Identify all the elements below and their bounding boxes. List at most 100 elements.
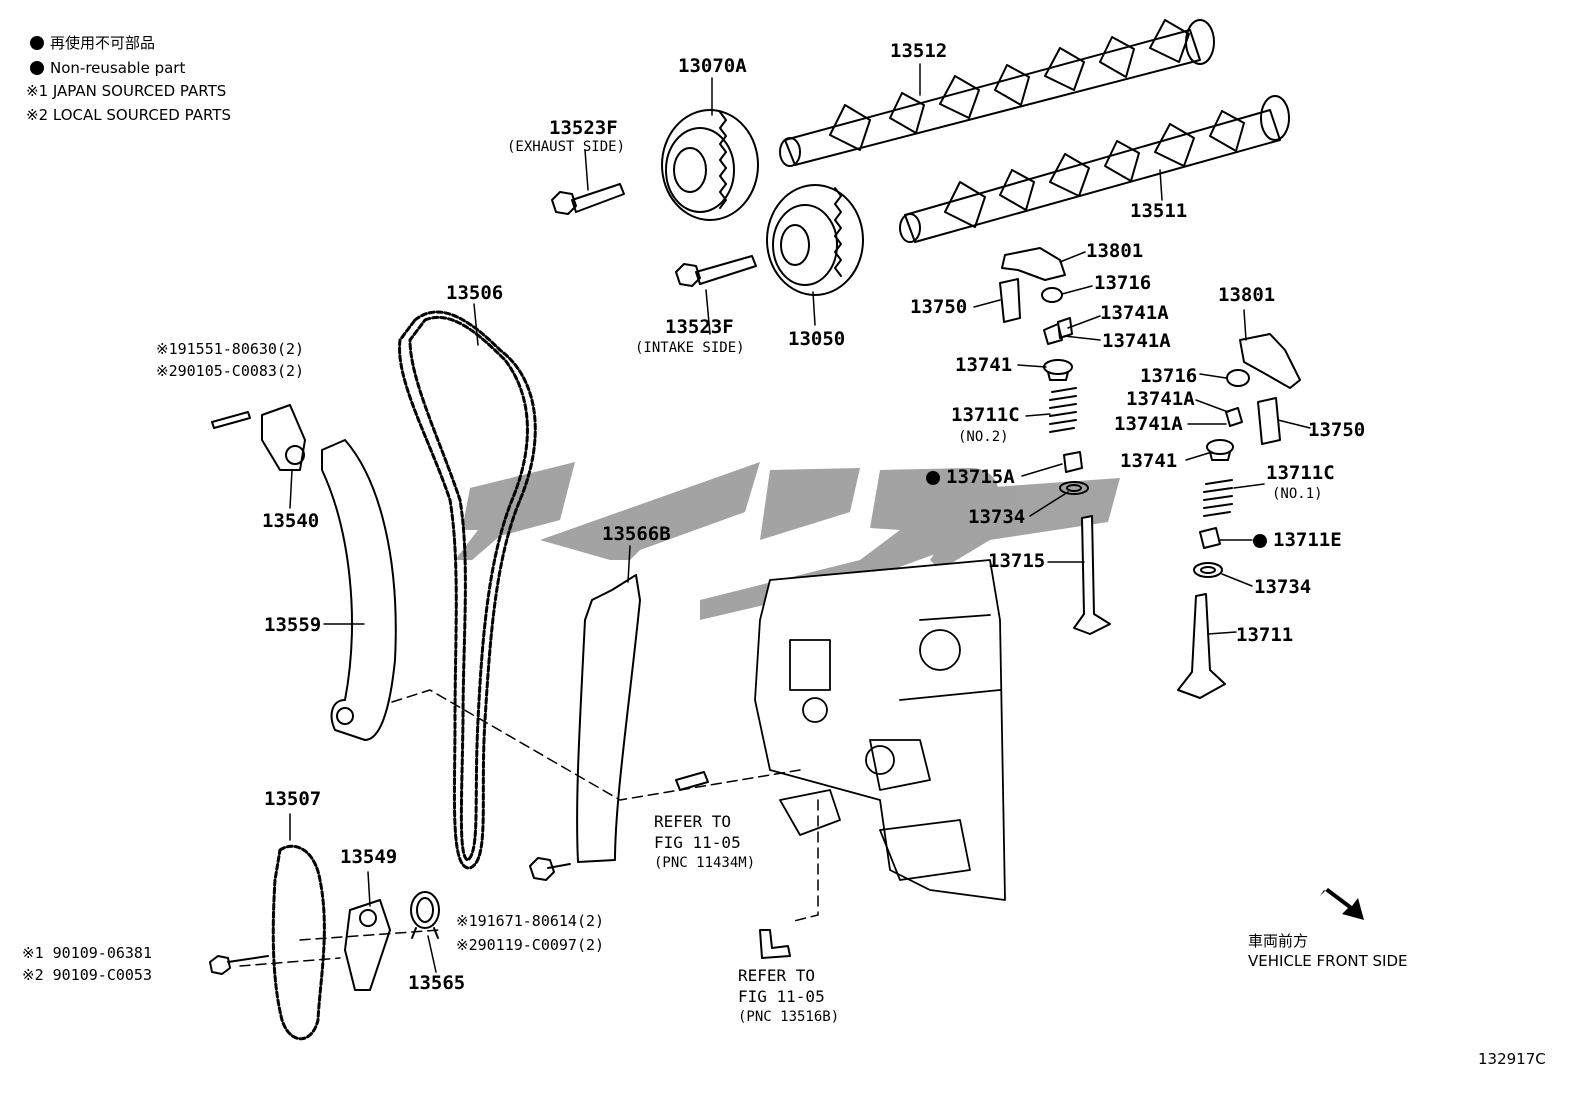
legend-local-sourced: ※2 LOCAL SOURCED PARTS	[26, 106, 231, 124]
chain-tensioner-13540	[211, 404, 306, 471]
camshaft-exhaust-13512	[779, 19, 1215, 167]
bolt-note: ※290119-C0097(2)	[456, 936, 605, 954]
part-label: 13715	[988, 550, 1046, 572]
refer-line: FIG 11-05	[654, 832, 741, 852]
part-sublabel: (NO.1)	[1272, 486, 1323, 502]
part-label: 13716	[1094, 272, 1152, 294]
engine-block	[754, 559, 1006, 901]
part-label: 13511	[1130, 200, 1188, 222]
spring-13711C-no2	[1049, 387, 1077, 433]
legend-non-reusable-jp: 再使用不可部品	[30, 36, 155, 51]
part-label: 13507	[264, 788, 322, 810]
keeper-13741A-lower	[1225, 407, 1243, 427]
part-label: 13506	[446, 282, 504, 304]
legend-jp-text: 再使用不可部品	[50, 34, 156, 52]
refer-line: FIG 11-05	[738, 986, 825, 1006]
non-reusable-dot-icon	[926, 471, 940, 485]
vehicle-front-en: VEHICLE FRONT SIDE	[1248, 951, 1408, 970]
refer-line: REFER TO	[738, 966, 816, 985]
chain-slipper-13559	[321, 439, 397, 741]
valve-13715	[1073, 515, 1111, 635]
refer-note-2: REFER TO FIG 11-05 (PNC 13516B)	[738, 966, 839, 1026]
part-label: 13711	[1236, 624, 1294, 646]
part-label: 13716	[1140, 365, 1198, 387]
part-label: 13801	[1218, 284, 1276, 306]
vehicle-front-arrow-icon	[1320, 888, 1364, 920]
chain-guide-13566B	[529, 574, 641, 881]
lash-adjuster-13750-upper	[999, 278, 1021, 323]
part-label-non-reusable: 13711E	[1253, 531, 1342, 550]
bolt-note: ※191671-80614(2)	[456, 912, 605, 930]
part-label: 13801	[1086, 240, 1144, 262]
part-label: 13750	[910, 296, 968, 318]
part-sublabel: (EXHAUST SIDE)	[507, 139, 626, 155]
non-reusable-dot-icon	[30, 61, 44, 75]
dowel-pin	[675, 771, 709, 791]
lash-adjuster-13750-lower	[1257, 397, 1281, 445]
part-label: 13549	[340, 846, 398, 868]
figure-id: 132917C	[1478, 1050, 1546, 1068]
camshaft-intake-13511	[899, 95, 1290, 243]
part-label-non-reusable: 13715A	[926, 468, 1015, 487]
legend-japan-sourced: ※1 JAPAN SOURCED PARTS	[26, 82, 227, 100]
part-label: 13711C	[1266, 462, 1335, 484]
tensioner-13549	[209, 899, 391, 991]
refer-line: (PNC 11434M)	[654, 854, 756, 871]
oil-nozzle	[759, 929, 791, 959]
rocker-arm-13801-lower	[1239, 333, 1301, 389]
vehicle-front-label: 車両前方 VEHICLE FRONT SIDE	[1248, 932, 1408, 971]
part-sublabel: (NO.2)	[958, 429, 1009, 445]
washer-13734-lower	[1193, 562, 1223, 578]
refer-line: REFER TO	[654, 812, 732, 831]
seal-13711E	[1199, 527, 1221, 549]
vvt-gear-13070A	[661, 109, 759, 221]
non-reusable-dot-icon	[30, 36, 44, 50]
seal-13715A	[1063, 451, 1083, 473]
part-label: 13559	[264, 614, 322, 636]
part-label: 13741	[955, 354, 1013, 376]
part-label: 13741	[1120, 450, 1178, 472]
part-label: 13540	[262, 510, 320, 532]
refer-line: (PNC 13516B)	[738, 1008, 840, 1025]
oil-pump-chain-13507	[271, 844, 326, 1041]
legend-en-text: Non-reusable part	[50, 59, 186, 77]
part-label: 13715A	[946, 466, 1015, 488]
part-label: 13523F	[665, 316, 734, 338]
non-reusable-dot-icon	[1253, 534, 1267, 548]
refer-note-1: REFER TO FIG 11-05 (PNC 11434M)	[654, 812, 755, 872]
bolt-note: ※191551-80630(2)	[156, 340, 305, 358]
pad-13716-upper	[1041, 287, 1063, 303]
keeper-13741A-upper	[1043, 317, 1073, 345]
part-label: 13070A	[678, 55, 747, 77]
part-label: 13512	[890, 40, 948, 62]
bolt-note: ※290105-C0083(2)	[156, 362, 305, 380]
bolt-13523F-exhaust	[551, 183, 625, 215]
bolt-13523F-intake	[675, 255, 757, 287]
part-label: 13734	[968, 506, 1026, 528]
washer-13734-upper	[1059, 481, 1089, 495]
part-label: 13750	[1308, 419, 1366, 441]
retainer-13741-upper	[1043, 359, 1073, 381]
part-label: 13566B	[602, 523, 671, 545]
pad-13716-lower	[1226, 369, 1250, 387]
spring-13711C-no1	[1203, 479, 1233, 517]
part-label: 13565	[408, 972, 466, 994]
bolt-note: ※1 90109-06381	[22, 944, 152, 962]
bolt-note: ※2 90109-C0053	[22, 966, 152, 984]
part-label: 13741A	[1102, 330, 1171, 352]
part-label: 13050	[788, 328, 846, 350]
vehicle-front-jp: 車両前方	[1248, 932, 1309, 950]
part-label: 13741A	[1114, 413, 1183, 435]
legend-non-reusable-en: Non-reusable part	[30, 61, 185, 76]
reference-lines	[239, 689, 819, 967]
part-label: 13523F	[549, 117, 618, 139]
leader-lines	[289, 63, 1311, 973]
part-label: 13711E	[1273, 529, 1342, 551]
part-label: 13741A	[1100, 302, 1169, 324]
retainer-13741-lower	[1206, 439, 1234, 461]
vvt-gear-13050	[766, 184, 864, 296]
rocker-arm-13801-upper	[1001, 247, 1066, 281]
part-label: 13741A	[1126, 388, 1195, 410]
timing-chain-13506	[398, 310, 537, 870]
